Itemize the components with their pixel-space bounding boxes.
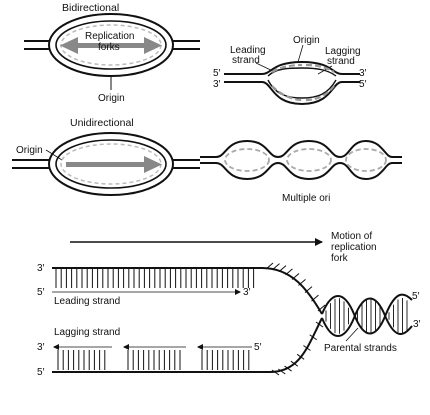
- leading-label-line1: Leading: [230, 45, 266, 56]
- base-pair-rung: [309, 334, 318, 341]
- parental-5prime: 5′: [412, 291, 420, 302]
- top-strand-3prime: 3′: [37, 263, 45, 274]
- base-pair-rung: [278, 265, 287, 273]
- multiple-ori-duplex: [200, 139, 402, 181]
- leading-label-line2: strand: [232, 55, 260, 66]
- leading-3prime: 3′: [243, 287, 251, 298]
- unidirectional-arrow: [66, 156, 162, 173]
- base-pair-rung: [265, 262, 274, 270]
- origin-label-uni: Origin: [16, 145, 43, 156]
- bottom-strand-5prime: 5′: [37, 367, 45, 378]
- base-pair-rung: [317, 304, 326, 312]
- replication-label: Replication: [85, 31, 134, 42]
- bottom-template-strand: [52, 317, 323, 373]
- panel-bidirectional: Bidirectional Replication forks Origin: [24, 2, 200, 104]
- base-pair-rung: [291, 273, 300, 280]
- origin-label: Origin: [98, 93, 125, 104]
- parental-base-pairs: [325, 298, 408, 334]
- unidirectional-bubble-inner: [55, 139, 167, 189]
- multiple-ori-new-strands: [224, 148, 387, 172]
- okazaki-fragments: [53, 344, 252, 370]
- base-pair-rung: [303, 345, 311, 351]
- bidirectional-bubble-inner: [55, 20, 167, 70]
- bubble-3prime-right: 3′: [359, 68, 367, 79]
- origin-label-right: Origin: [293, 35, 320, 46]
- unidirectional-duplex: [12, 159, 200, 169]
- bubble-3prime-left: 3′: [213, 79, 221, 90]
- lagging-strand-label: Lagging strand: [54, 327, 120, 338]
- top-template-strand: [52, 267, 323, 315]
- base-pair-rung: [284, 365, 292, 372]
- panel-unidirectional: Unidirectional Origin: [12, 117, 200, 196]
- motion-label-line3: fork: [331, 253, 349, 264]
- parental-helix: [321, 293, 413, 337]
- panel-bubble-strands: Origin Leading strand Lagging strand 5′ …: [213, 35, 367, 106]
- panel-multiple-ori: Multiple ori: [200, 139, 402, 204]
- base-pair-rung: [298, 279, 306, 286]
- bidirectional-duplex: [24, 40, 200, 50]
- bidirectional-new-strand: [60, 24, 162, 66]
- lagging-3prime: 3′: [37, 342, 45, 353]
- parental-pointer: [345, 327, 359, 342]
- base-pair-rung: [304, 286, 313, 294]
- unidirectional-bubble-outer: [48, 132, 174, 196]
- base-pair-rung: [277, 368, 286, 375]
- origin-pointer-uni: [45, 149, 63, 161]
- base-pair-rung: [272, 263, 280, 271]
- forks-label: forks: [98, 42, 120, 53]
- bubble-5prime-right: 5′: [359, 79, 367, 90]
- base-pair-rung: [285, 268, 293, 276]
- lagging-label-line1: Lagging: [325, 46, 361, 57]
- panel-replication-fork: Motion of replication fork 3′ 5′ 3′ Lead…: [37, 231, 421, 378]
- multiple-ori-caption: Multiple ori: [282, 193, 330, 204]
- motion-label-line2: replication: [331, 242, 377, 253]
- leading-strand-label: Leading strand: [54, 296, 120, 307]
- base-pair-rung: [311, 294, 319, 302]
- unidirectional-new-strand: [60, 143, 162, 185]
- bubble-5prime-left: 5′: [213, 68, 221, 79]
- fragment-5prime: 5′: [254, 342, 262, 353]
- parental-strands-label: Parental strands: [324, 343, 397, 354]
- base-pair-rung: [290, 360, 299, 367]
- leading-5prime: 5′: [37, 287, 45, 298]
- motion-label-line1: Motion of: [331, 231, 372, 242]
- parental-3prime: 3′: [413, 319, 421, 330]
- base-pair-rung: [315, 321, 324, 328]
- base-pair-rung: [296, 353, 305, 360]
- lagging-label-line2: strand: [327, 56, 355, 67]
- leading-base-pairs: [55, 268, 255, 288]
- replication-forks-arrow: [60, 37, 162, 54]
- unidirectional-heading: Unidirectional: [70, 117, 134, 129]
- bidirectional-heading: Bidirectional: [62, 2, 119, 14]
- bubble-new-strands: [271, 63, 335, 102]
- fork-base-pairs: [265, 262, 326, 376]
- base-pair-rung: [271, 369, 280, 376]
